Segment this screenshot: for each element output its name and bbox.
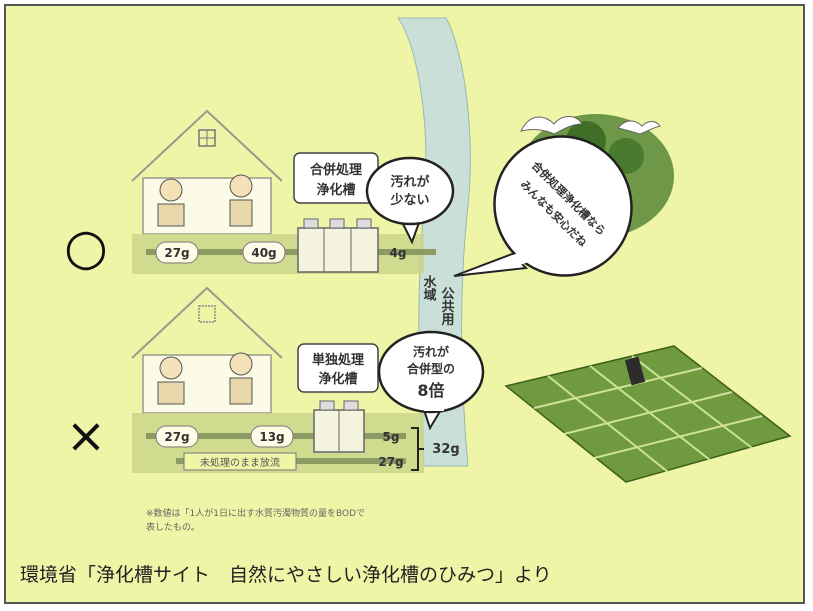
top-mark: ○ xyxy=(64,218,108,276)
bottom-value-4: 27g xyxy=(378,455,403,469)
bottom-house xyxy=(131,286,283,414)
speech-bubble xyxy=(453,135,633,277)
bottom-value-pill-1 xyxy=(155,425,199,448)
top-value-pill-1 xyxy=(155,241,199,264)
illustration: 合併処理 浄化槽 27g 40g 4g ○ 汚れが 少ない 合併処理浄化槽なら … xyxy=(64,17,792,533)
top-value-2: 40g xyxy=(251,246,276,260)
water-label-2: 水域 xyxy=(421,274,437,302)
pipe-label-box xyxy=(183,452,297,471)
bird-icon-small xyxy=(617,120,661,135)
bottom-tank xyxy=(313,400,365,453)
bottom-bubble xyxy=(377,330,485,431)
bottom-value-pill-2 xyxy=(250,425,294,448)
footnote-line-2: 表したもの。 xyxy=(146,521,200,533)
bottom-tank-label-1: 単独処理 xyxy=(312,352,364,368)
top-tank-label-1: 合併処理 xyxy=(310,162,362,178)
bottom-bubble-line-3: 8倍 xyxy=(417,381,444,400)
top-bubble-line-1: 汚れが xyxy=(390,174,429,190)
bottom-bubble-line-2: 合併型の xyxy=(407,361,455,376)
fields xyxy=(504,345,792,483)
bottom-value-2: 13g xyxy=(259,430,284,444)
top-value-1: 27g xyxy=(164,246,189,260)
total-brace xyxy=(411,427,424,471)
top-bubble-line-2: 少ない xyxy=(389,192,429,208)
top-bubble xyxy=(365,156,455,245)
top-tank xyxy=(297,218,379,273)
footnote-line-1: ※数値は「1人が1日に出す水質汚濁物質の量をBODで xyxy=(146,507,365,519)
bottom-value-1: 27g xyxy=(164,430,189,444)
top-tank-label-2: 浄化槽 xyxy=(316,182,355,198)
top-value-pill-2 xyxy=(242,241,286,264)
bottom-tank-label-2: 浄化槽 xyxy=(318,371,357,387)
source-caption: 環境省「浄化槽サイト 自然にやさしい浄化槽のひみつ」より xyxy=(20,564,552,586)
bottom-bubble-line-1: 汚れが xyxy=(413,344,449,359)
top-house xyxy=(131,109,283,235)
bird-icon xyxy=(520,116,583,135)
bottom-total: 32g xyxy=(432,442,459,457)
bottom-value-3: 5g xyxy=(383,430,400,444)
bottom-mark: × xyxy=(66,408,106,464)
water-label-1: 公共用 xyxy=(439,287,456,327)
diagram-panel: 合併処理 浄化槽 27g 40g 4g ○ 汚れが 少ない 合併処理浄化槽なら … xyxy=(4,4,805,604)
top-value-3: 4g xyxy=(390,246,407,260)
pipe-label: 未処理のまま放流 xyxy=(200,456,280,469)
